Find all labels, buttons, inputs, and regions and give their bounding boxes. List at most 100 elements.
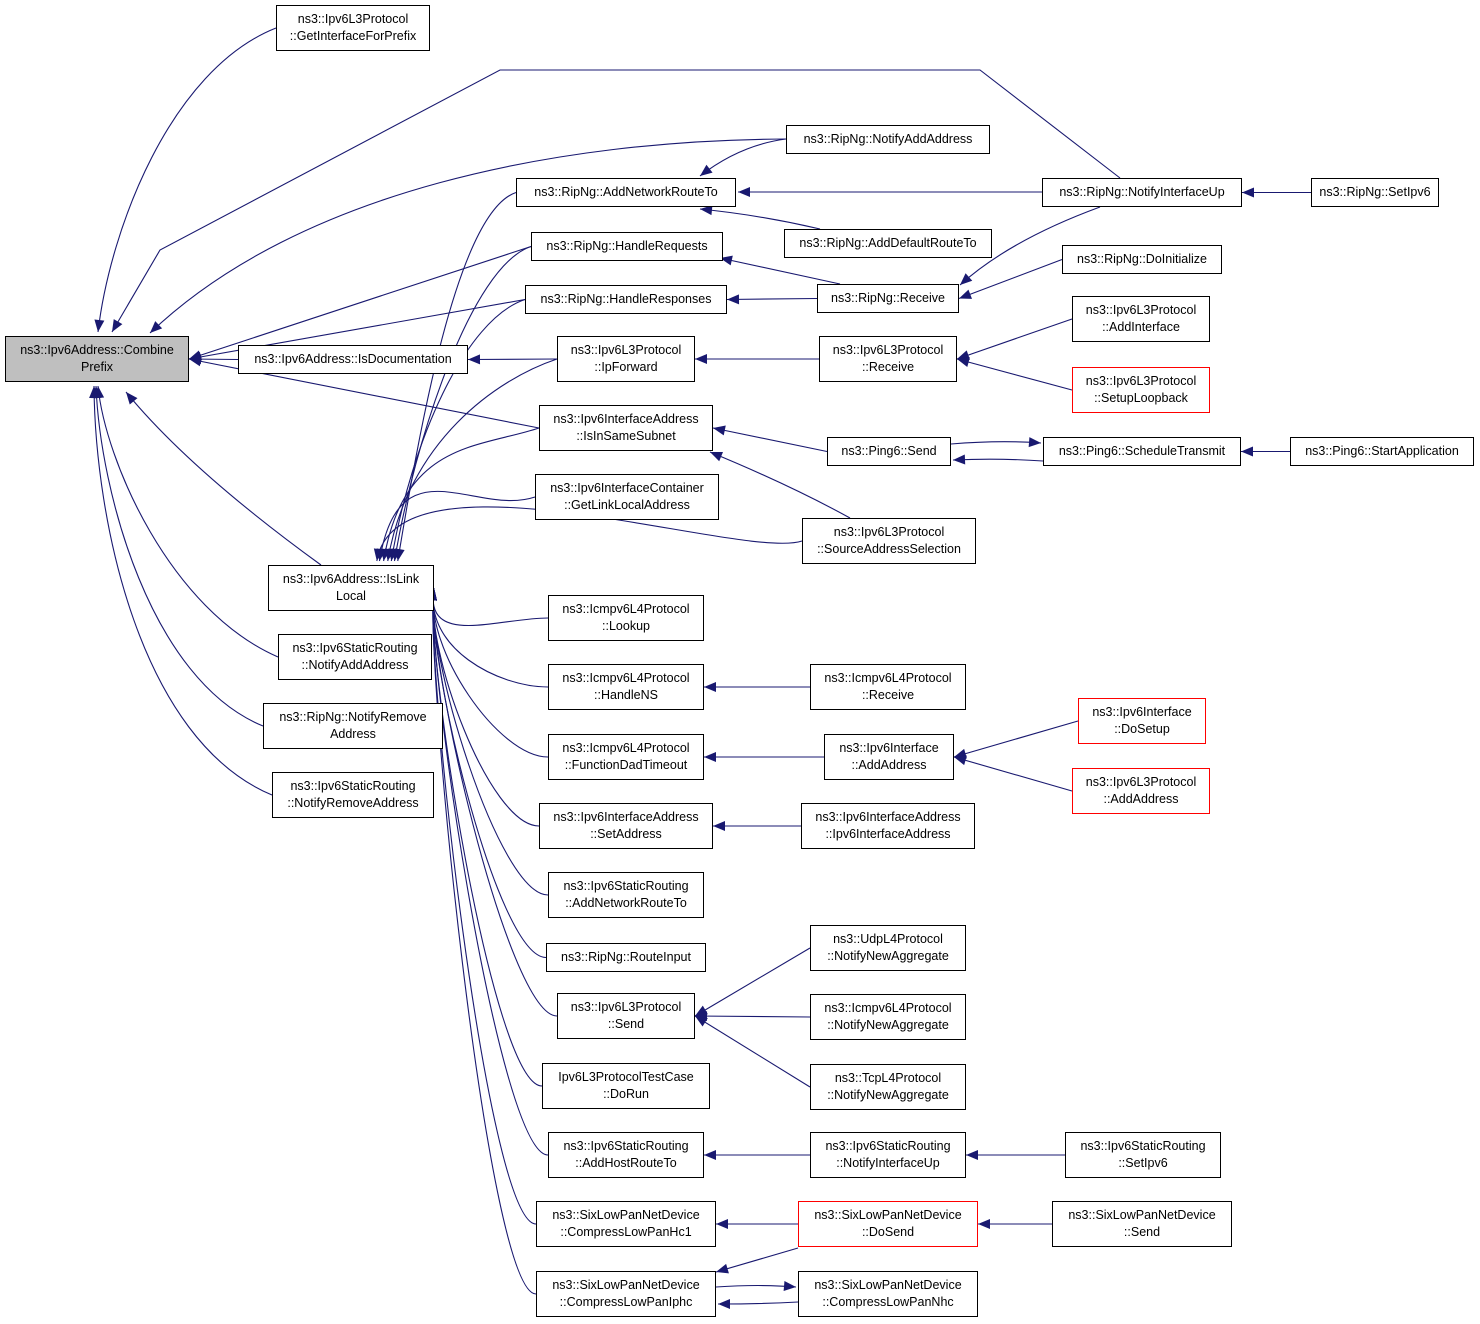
node-label-line: Ipv6L3ProtocolTestCase bbox=[558, 1070, 694, 1084]
node-label-line: ::SourceAddressSelection bbox=[817, 542, 961, 556]
edge-ripReceive-to-ripHandleResponses bbox=[726, 294, 818, 305]
edge-ripNotifyAdd-to-ripAddNetRoute bbox=[699, 138, 787, 177]
edge-ripSetIpv6-to-ripNotifyIfaceUp bbox=[1242, 187, 1311, 198]
node-l3-add-interface[interactable]: ns3::Ipv6L3Protocol::AddInterface bbox=[1072, 296, 1210, 342]
edge-l3AddAddress-to-ifaceAddAddress bbox=[953, 755, 1073, 792]
edge-ping6Send-to-ping6ScheduleTransmit bbox=[950, 437, 1042, 448]
node-six-send[interactable]: ns3::SixLowPanNetDevice::Send bbox=[1052, 1201, 1232, 1247]
node-label-line: ::AddHostRouteTo bbox=[575, 1156, 677, 1170]
node-static-notify-iface-up[interactable]: ns3::Ipv6StaticRouting::NotifyInterfaceU… bbox=[810, 1132, 966, 1178]
node-static-set-ipv6[interactable]: ns3::Ipv6StaticRouting::SetIpv6 bbox=[1065, 1132, 1221, 1178]
node-label-line: ns3::Ipv6Address::IsLink bbox=[282, 572, 420, 586]
node-rip-handle-requests[interactable]: ns3::RipNg::HandleRequests bbox=[531, 232, 723, 261]
edge-udpNotifyNewAgg-to-l3Send bbox=[694, 947, 811, 1017]
node-label-line: ns3::Ipv6L3Protocol bbox=[1085, 303, 1197, 317]
edge-icmpReceive-to-icmpHandleNS bbox=[704, 682, 810, 692]
arrowhead bbox=[957, 350, 970, 360]
node-static-notify-add[interactable]: ns3::Ipv6StaticRouting::NotifyAddAddress bbox=[278, 634, 432, 680]
arrowhead bbox=[1028, 437, 1041, 448]
edge-ifaceAddAddress-to-icmpDadTimeout bbox=[704, 752, 824, 762]
node-six-do-send[interactable]: ns3::SixLowPanNetDevice::DoSend bbox=[798, 1201, 978, 1247]
node-label-line: ::AddInterface bbox=[1102, 320, 1180, 334]
node-get-iface-for-prefix[interactable]: ns3::Ipv6L3Protocol::GetInterfaceForPref… bbox=[276, 5, 430, 51]
node-l3-send[interactable]: ns3::Ipv6L3Protocol::Send bbox=[557, 993, 695, 1039]
node-label-line: ::NotifyInterfaceUp bbox=[836, 1156, 940, 1170]
node-label-line: ns3::Ipv6InterfaceAddress bbox=[815, 810, 961, 824]
node-label-line: ::IsInSameSubnet bbox=[576, 429, 676, 443]
node-label-line: ns3::Ipv6Address::IsDocumentation bbox=[254, 352, 452, 366]
node-l3-receive[interactable]: ns3::Ipv6L3Protocol::Receive bbox=[819, 336, 957, 382]
node-rip-receive[interactable]: ns3::RipNg::Receive bbox=[817, 284, 959, 313]
node-static-add-net-route[interactable]: ns3::Ipv6StaticRouting::AddNetworkRouteT… bbox=[548, 872, 704, 918]
node-is-documentation[interactable]: ns3::Ipv6Address::IsDocumentation bbox=[238, 345, 468, 374]
arrowhead bbox=[704, 1150, 716, 1160]
node-iface-add-address[interactable]: ns3::Ipv6Interface::AddAddress bbox=[824, 734, 954, 780]
node-rip-add-net-route[interactable]: ns3::RipNg::AddNetworkRouteTo bbox=[516, 178, 736, 207]
node-l3-ip-forward[interactable]: ns3::Ipv6L3Protocol::IpForward bbox=[557, 336, 695, 382]
node-label-line: ::NotifyAddAddress bbox=[301, 658, 409, 672]
node-six-compress-hc1[interactable]: ns3::SixLowPanNetDevice::CompressLowPanH… bbox=[536, 1201, 716, 1247]
node-label-line: ns3::RipNg::SetIpv6 bbox=[1319, 185, 1431, 199]
node-icmp-dad-timeout[interactable]: ns3::Icmpv6L4Protocol::FunctionDadTimeou… bbox=[548, 734, 704, 780]
node-six-compress-iphc[interactable]: ns3::SixLowPanNetDevice::CompressLowPanI… bbox=[536, 1271, 716, 1317]
arrowhead bbox=[716, 1263, 729, 1274]
node-rip-notify-iface-up[interactable]: ns3::RipNg::NotifyInterfaceUp bbox=[1042, 178, 1242, 207]
node-l3-setup-loopback[interactable]: ns3::Ipv6L3Protocol::SetupLoopback bbox=[1072, 367, 1210, 413]
node-tcp-notify-new-agg[interactable]: ns3::TcpL4Protocol::NotifyNewAggregate bbox=[810, 1064, 966, 1110]
node-label-line: ::NotifyNewAggregate bbox=[827, 1088, 949, 1102]
arrowhead bbox=[700, 205, 713, 216]
node-label-line: ns3::Ipv6L3Protocol bbox=[297, 12, 409, 26]
edge-ripNotifyIfaceUp-to-ripReceive bbox=[959, 206, 1101, 286]
node-static-notify-remove[interactable]: ns3::Ipv6StaticRouting::NotifyRemoveAddr… bbox=[272, 772, 434, 818]
node-ifa-ctor[interactable]: ns3::Ipv6InterfaceAddress::Ipv6Interface… bbox=[801, 803, 975, 849]
edge-l3Send-to-isLinkLocal bbox=[427, 587, 558, 1017]
node-six-compress-nhc[interactable]: ns3::SixLowPanNetDevice::CompressLowPanN… bbox=[798, 1271, 978, 1317]
node-ic-get-link-local[interactable]: ns3::Ipv6InterfaceContainer::GetLinkLoca… bbox=[535, 474, 719, 520]
node-iface-do-setup[interactable]: ns3::Ipv6Interface::DoSetup bbox=[1078, 698, 1206, 744]
node-label-line: ns3::SixLowPanNetDevice bbox=[552, 1208, 700, 1222]
edge-ripNotifyIfaceUp-to-combine bbox=[111, 69, 1121, 333]
node-rip-route-input[interactable]: ns3::RipNg::RouteInput bbox=[546, 943, 706, 972]
node-icmp-receive[interactable]: ns3::Icmpv6L4Protocol::Receive bbox=[810, 664, 966, 710]
node-l3-add-address[interactable]: ns3::Ipv6L3Protocol::AddAddress bbox=[1072, 768, 1210, 814]
node-ping6-start-app[interactable]: ns3::Ping6::StartApplication bbox=[1290, 437, 1474, 466]
node-label-line: ns3::Ipv6StaticRouting bbox=[825, 1139, 951, 1153]
node-static-add-host-route[interactable]: ns3::Ipv6StaticRouting::AddHostRouteTo bbox=[548, 1132, 704, 1178]
node-label-line: ::DoSend bbox=[861, 1225, 915, 1239]
arrowhead bbox=[954, 755, 967, 766]
edge-staticSetIpv6-to-staticNotifyIfaceUp bbox=[966, 1150, 1065, 1160]
node-rip-handle-responses[interactable]: ns3::RipNg::HandleResponses bbox=[525, 285, 727, 314]
node-label-line: ns3::Icmpv6L4Protocol bbox=[824, 671, 952, 685]
node-icmp-lookup[interactable]: ns3::Icmpv6L4Protocol::Lookup bbox=[548, 595, 704, 641]
edge-staticNotifyRemove-to-combine bbox=[89, 385, 273, 796]
node-label-line: ns3::Ipv6Address::Combine bbox=[20, 343, 174, 357]
node-icmp-notify-new-agg[interactable]: ns3::Icmpv6L4Protocol::NotifyNewAggregat… bbox=[810, 994, 966, 1040]
arrowhead bbox=[718, 1299, 730, 1309]
node-label-line: ns3::Ping6::StartApplication bbox=[1305, 444, 1459, 458]
node-label-line: ns3::RipNg::AddDefaultRouteTo bbox=[799, 236, 977, 250]
node-label-line: ::IpForward bbox=[594, 360, 658, 374]
node-rip-set-ipv6[interactable]: ns3::RipNg::SetIpv6 bbox=[1311, 178, 1439, 207]
arrowhead bbox=[94, 319, 105, 332]
node-ping6-schedule-transmit[interactable]: ns3::Ping6::ScheduleTransmit bbox=[1043, 437, 1241, 466]
node-label-line: ::HandleNS bbox=[594, 688, 658, 702]
node-rip-do-initialize[interactable]: ns3::RipNg::DoInitialize bbox=[1062, 245, 1222, 274]
edge-sixSend-to-sixDoSend bbox=[978, 1219, 1052, 1229]
node-l3-source-addr-sel[interactable]: ns3::Ipv6L3Protocol::SourceAddressSelect… bbox=[802, 518, 976, 564]
node-ifa-is-in-same-subnet[interactable]: ns3::Ipv6InterfaceAddress::IsInSameSubne… bbox=[539, 405, 713, 451]
node-rip-notify-add[interactable]: ns3::RipNg::NotifyAddAddress bbox=[786, 125, 990, 154]
node-rip-add-default-route[interactable]: ns3::RipNg::AddDefaultRouteTo bbox=[784, 229, 992, 258]
node-udp-notify-new-agg[interactable]: ns3::UdpL4Protocol::NotifyNewAggregate bbox=[810, 925, 966, 971]
arrowhead bbox=[373, 548, 384, 561]
node-ping6-send[interactable]: ns3::Ping6::Send bbox=[827, 437, 951, 466]
node-icmp-handle-n-s[interactable]: ns3::Icmpv6L4Protocol::HandleNS bbox=[548, 664, 704, 710]
edge-staticNotifyAdd-to-combine bbox=[94, 385, 279, 658]
node-ifa-set-address[interactable]: ns3::Ipv6InterfaceAddress::SetAddress bbox=[539, 803, 713, 849]
node-test-do-run[interactable]: Ipv6L3ProtocolTestCase::DoRun bbox=[542, 1063, 710, 1109]
node-label-line: ns3::Icmpv6L4Protocol bbox=[824, 1001, 952, 1015]
node-label-line: ns3::Ipv6StaticRouting bbox=[290, 779, 416, 793]
node-label-line: ns3::Icmpv6L4Protocol bbox=[562, 741, 690, 755]
